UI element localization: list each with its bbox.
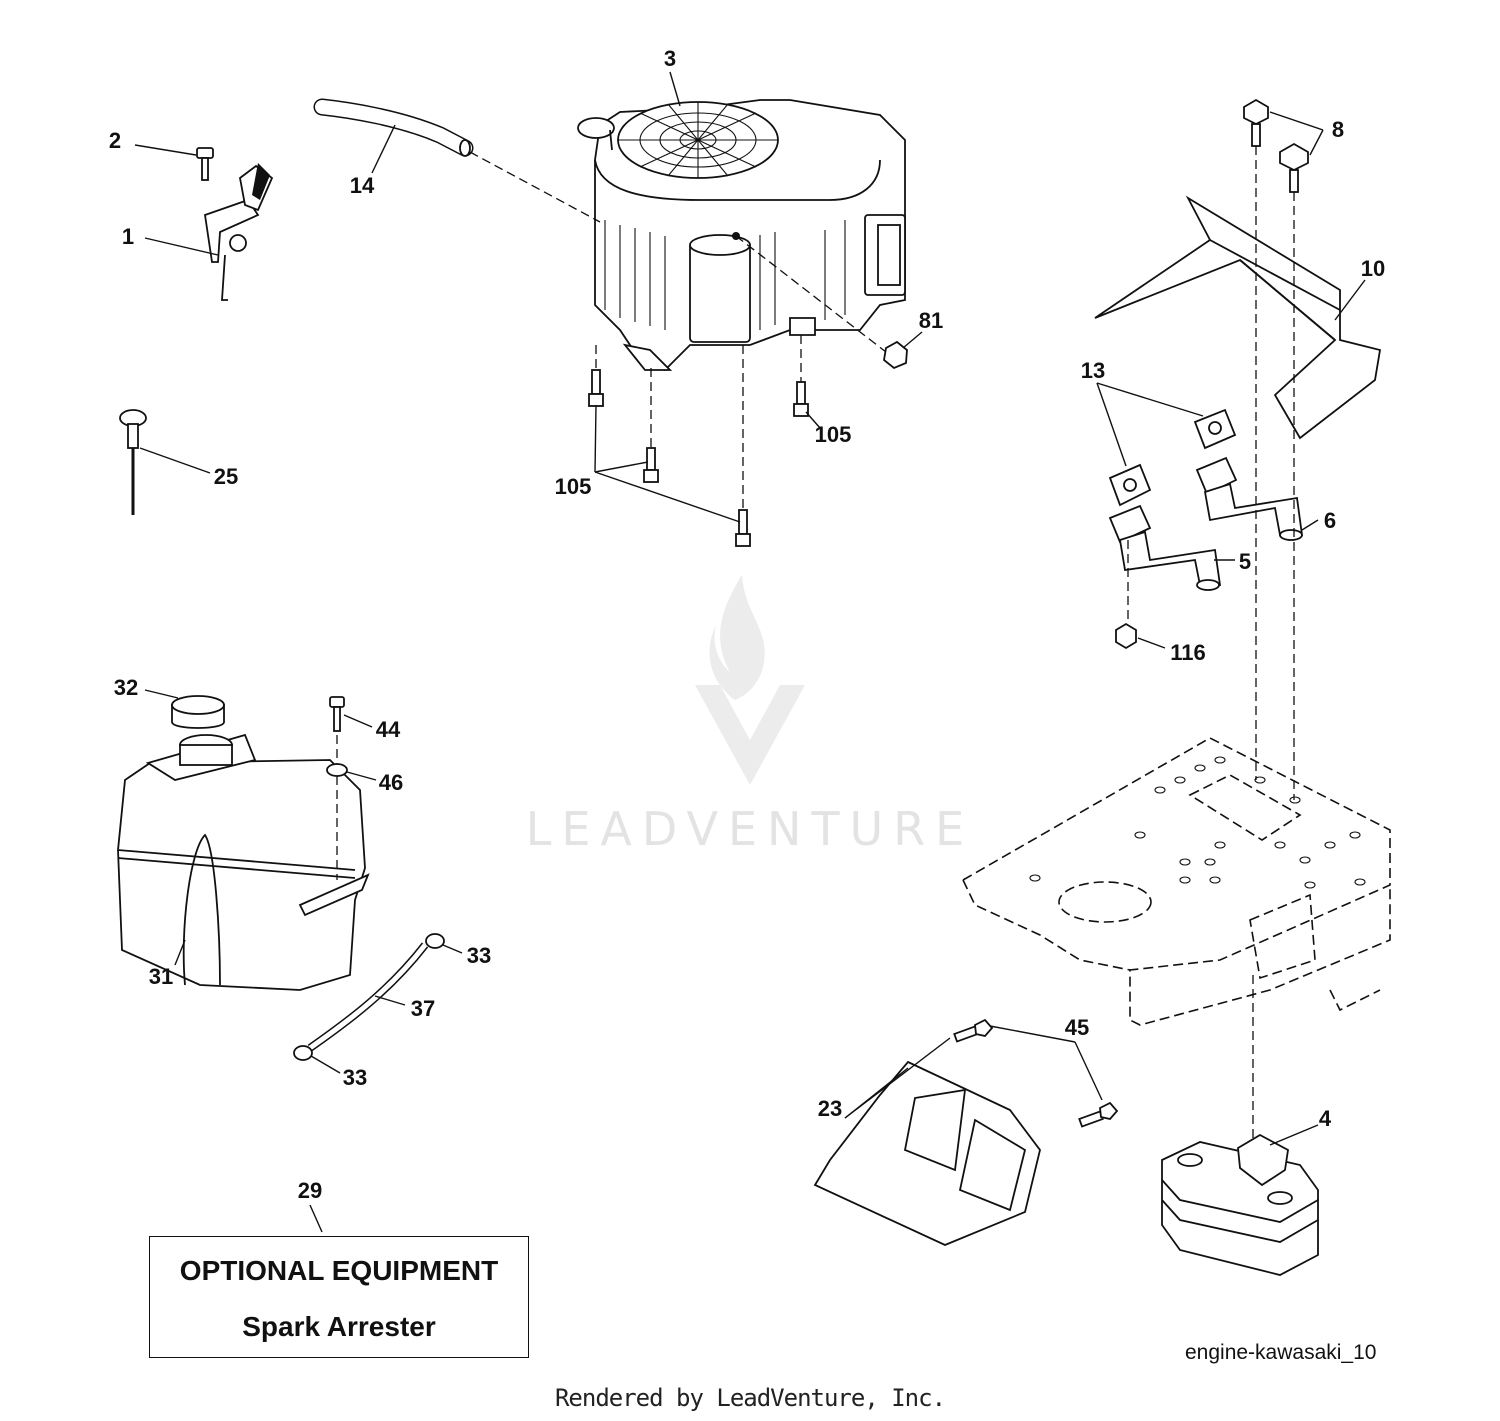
callout-4: 4 xyxy=(1319,1106,1332,1131)
callout-81: 81 xyxy=(919,308,943,333)
exhaust-pipe-part-5 xyxy=(1108,504,1222,591)
callout-46: 46 xyxy=(379,770,403,795)
callout-44: 44 xyxy=(376,717,401,742)
callout-23: 23 xyxy=(818,1096,842,1121)
callout-3: 3 xyxy=(664,46,676,71)
watermark-text: LEADVENTURE xyxy=(526,802,975,856)
callout-8: 8 xyxy=(1332,117,1344,142)
nut-part-116 xyxy=(1115,622,1137,650)
watermark-logo: LEADVENTURE xyxy=(526,575,975,856)
callout-105b: 105 xyxy=(815,422,852,447)
throttle-control-part-1 xyxy=(204,163,274,301)
callout-45: 45 xyxy=(1065,1015,1089,1040)
optional-equipment-title: OPTIONAL EQUIPMENT xyxy=(179,1255,499,1286)
gaskets-part-13 xyxy=(1108,408,1237,507)
chassis-frame xyxy=(962,737,1391,1026)
screw-part-44 xyxy=(329,696,345,732)
bolts-part-105 xyxy=(588,369,809,547)
diagram-id: engine-kawasaki_10 xyxy=(1185,1341,1377,1364)
callout-37: 37 xyxy=(411,996,435,1021)
callout-25: 25 xyxy=(214,464,238,489)
optional-equipment-box: OPTIONAL EQUIPMENT Spark Arrester xyxy=(149,1236,529,1358)
optional-equipment-item: Spark Arrester xyxy=(242,1311,436,1342)
clamp-part-33a xyxy=(425,933,445,949)
callout-116: 116 xyxy=(1170,640,1206,665)
muffler-part-4 xyxy=(1161,1133,1319,1276)
callout-32: 32 xyxy=(114,675,138,700)
callout-105a: 105 xyxy=(555,474,592,499)
callout-33a: 33 xyxy=(467,943,491,968)
callout-2: 2 xyxy=(109,128,121,153)
leader-lines xyxy=(134,71,1366,1233)
callout-13: 13 xyxy=(1081,358,1105,383)
callout-14: 14 xyxy=(350,173,375,198)
screws-part-45 xyxy=(953,1018,1119,1128)
skid-plate-part-23 xyxy=(813,1060,1041,1246)
choke-cable-part-25 xyxy=(119,409,147,515)
exhaust-pipe-part-6 xyxy=(1195,456,1304,541)
washer-part-46 xyxy=(326,763,348,777)
screw-part-2 xyxy=(196,147,214,181)
callout-10: 10 xyxy=(1361,256,1385,281)
engine-part-3 xyxy=(577,99,906,372)
nut-part-81 xyxy=(883,340,908,370)
footer-credit: Rendered by LeadVenture, Inc. xyxy=(554,1384,946,1412)
mounting-bolts-part-8 xyxy=(1243,98,1309,193)
callout-6: 6 xyxy=(1324,508,1336,533)
callout-1: 1 xyxy=(122,224,134,249)
callout-5: 5 xyxy=(1239,549,1251,574)
clamp-part-33b xyxy=(293,1045,313,1061)
callout-31: 31 xyxy=(149,964,173,989)
callout-33b: 33 xyxy=(343,1065,367,1090)
callout-29: 29 xyxy=(298,1178,322,1203)
fuel-cap-part-32 xyxy=(171,695,233,766)
